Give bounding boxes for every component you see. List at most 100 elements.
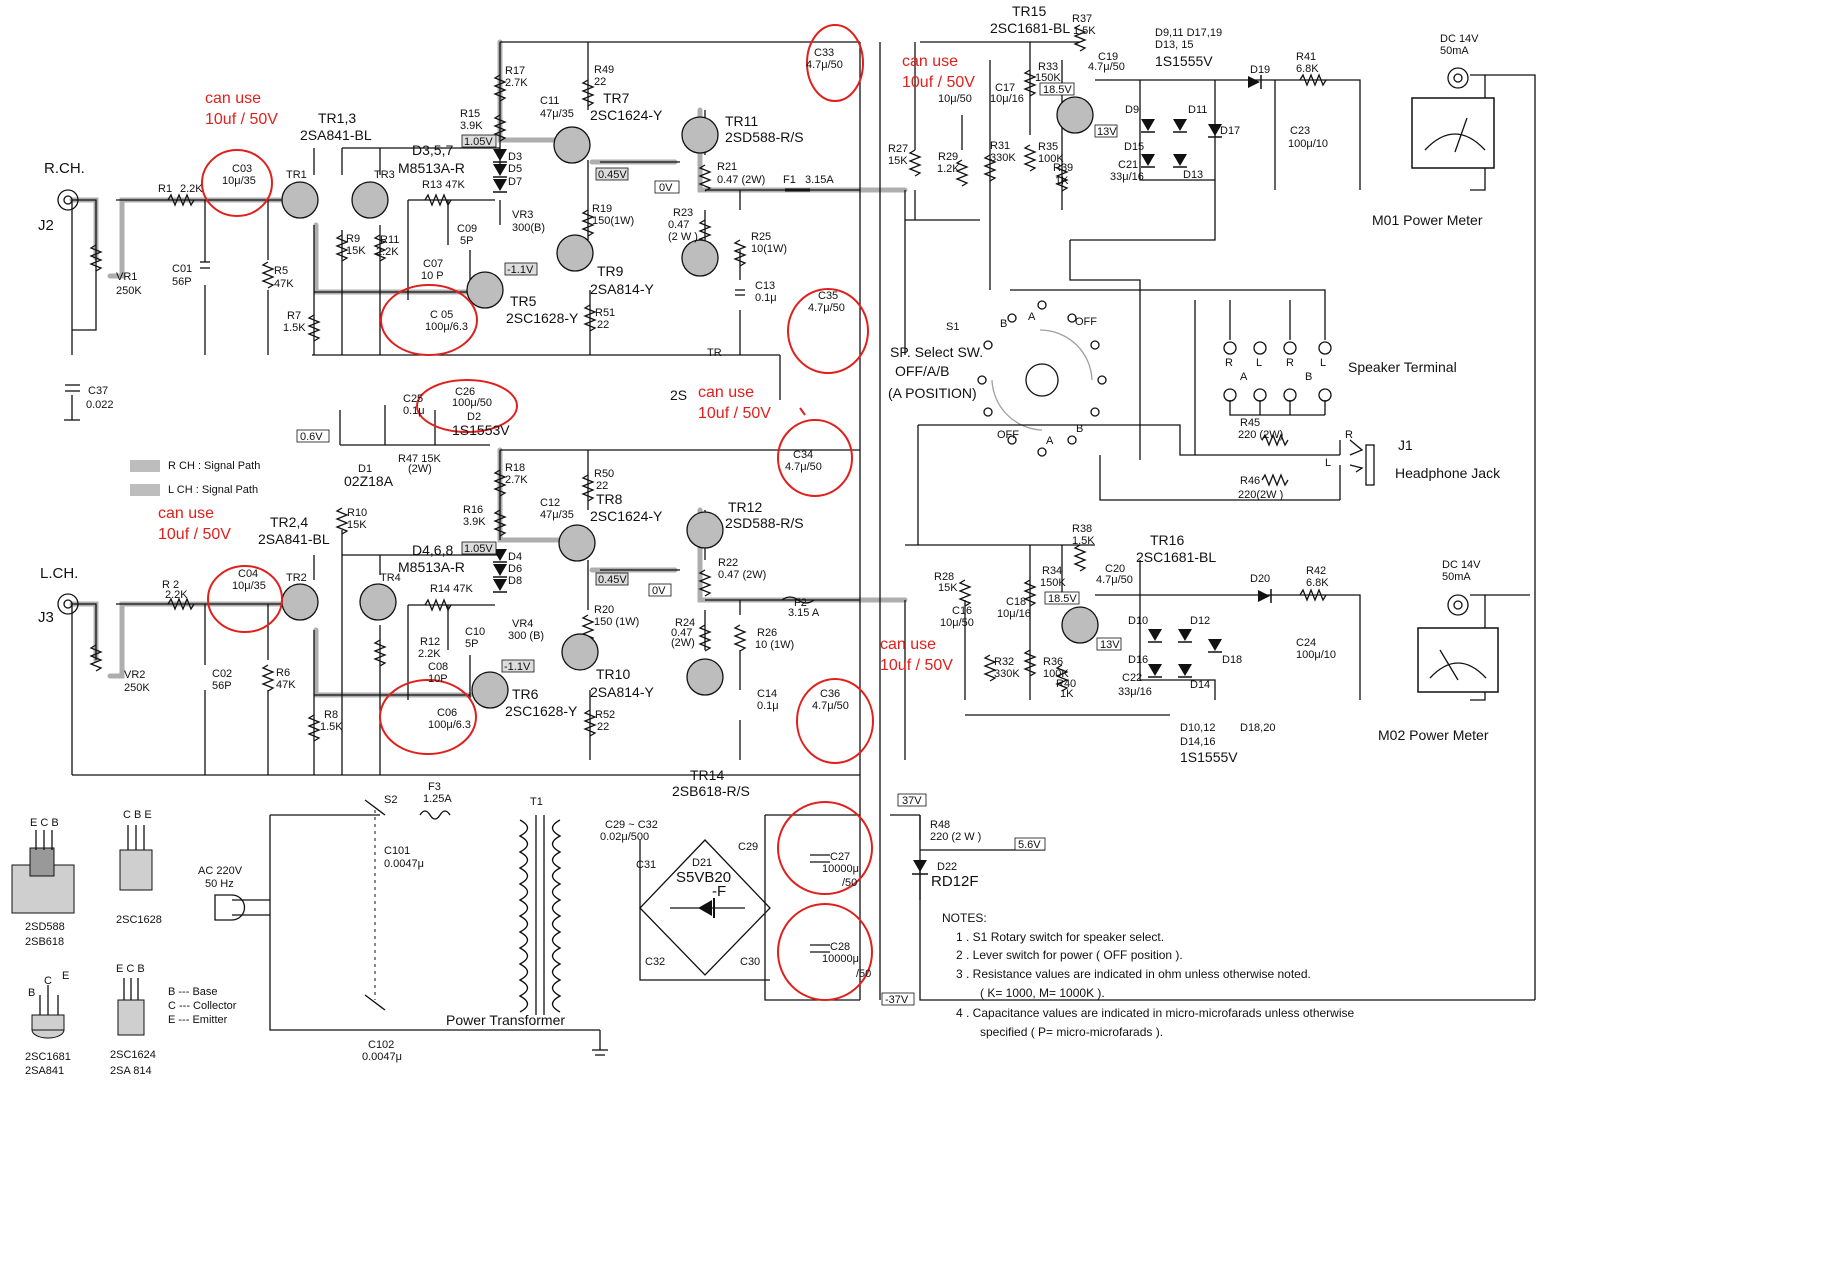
- c22-value: 33μ/16: [1118, 686, 1152, 698]
- r24-value: 0.47: [671, 627, 692, 639]
- r32-label: R32: [994, 656, 1014, 668]
- r16-value: 3.9K: [463, 516, 486, 528]
- d5-label: D5: [508, 163, 522, 175]
- term-r-1: R: [1225, 357, 1233, 369]
- d16-label: D16: [1128, 654, 1148, 666]
- tr9-label: TR9: [597, 263, 624, 279]
- c05-label: C 05: [430, 309, 453, 321]
- r33-label: R33: [1038, 61, 1058, 73]
- c33-value: 4.7μ/50: [806, 59, 843, 71]
- r23-value: 0.47: [668, 219, 689, 231]
- vm11-rch: -1.1V: [507, 264, 534, 276]
- tr12-part: 2SD588-R/S: [725, 515, 804, 531]
- r45-label: R45: [1240, 417, 1260, 429]
- tr5-part: 2SC1628-Y: [506, 310, 579, 326]
- annotation-4-line2: 10uf / 50V: [158, 526, 231, 543]
- c29-32-label: C29 ~ C32: [605, 819, 658, 831]
- note-2: 2 . Lever switch for power ( OFF positio…: [956, 948, 1183, 962]
- dc-lch-line2: 50mA: [1442, 571, 1471, 583]
- lch-meter-labels: R38 1.5K TR16 2SC1681-BL C20 4.7μ/50 R34…: [934, 523, 1489, 765]
- tr7-label: TR7: [603, 90, 630, 106]
- c02-value: 56P: [212, 680, 232, 692]
- r52-label: R52: [595, 709, 615, 721]
- terminal-title: Speaker Terminal: [1348, 359, 1457, 375]
- r49-value: 22: [594, 76, 606, 88]
- c23-label: C23: [1290, 125, 1310, 137]
- tr14-part: 2SB618-R/S: [672, 783, 750, 799]
- r38-value: 1.5K: [1072, 535, 1095, 547]
- dc-lch-line1: DC 14V: [1442, 559, 1481, 571]
- c102-value: 0.0047μ: [362, 1051, 402, 1063]
- f3-label: F3: [428, 781, 441, 793]
- sw-pos-a-bottom: A: [1046, 435, 1054, 447]
- r8-value: 1.5K: [320, 721, 343, 733]
- c08-label: C08: [428, 661, 448, 673]
- d357-label: D3,5,7: [412, 142, 453, 158]
- vr3-label: VR3: [512, 209, 533, 221]
- rch-labels: R.CH. J2 VR1 250K R1 2.2K C03 10μ/35 C01…: [38, 47, 845, 334]
- hp-title: Headphone Jack: [1395, 465, 1501, 481]
- r25-value: 10(1W): [751, 243, 787, 255]
- pinout-4-part1: 2SC1624: [110, 1049, 156, 1061]
- c36-value: 4.7μ/50: [812, 700, 849, 712]
- r26-value: 10 (1W): [755, 639, 794, 651]
- tr10-part: 2SA814-Y: [590, 684, 654, 700]
- v06: 0.6V: [300, 431, 323, 443]
- d357-part: M8513A-R: [398, 160, 465, 176]
- r42-value: 6.8K: [1306, 577, 1329, 589]
- r36-value: 100K: [1043, 668, 1069, 680]
- r34-value: 150K: [1040, 577, 1066, 589]
- c22-label: C22: [1122, 672, 1142, 684]
- c33-label: C33: [814, 47, 834, 59]
- annotation-3-line1: can use: [698, 384, 754, 401]
- c26-label: C26: [455, 386, 475, 398]
- r1-value: 2.2K: [180, 183, 203, 195]
- c07-value: 10 P: [421, 270, 444, 282]
- r38-label: R38: [1072, 523, 1092, 535]
- r37-value: 1.5K: [1073, 25, 1096, 37]
- pinout-1-pins: E C B: [30, 817, 59, 829]
- c31-label: C31: [636, 859, 656, 871]
- r39-value: 1K: [1055, 175, 1069, 187]
- dc-rch-line1: DC 14V: [1440, 33, 1479, 45]
- r40-value: 1K: [1060, 688, 1074, 700]
- c102-label: C102: [368, 1039, 394, 1051]
- c27-value: 10000μ: [822, 863, 859, 875]
- d17-label: D17: [1220, 125, 1240, 137]
- vr1-value: 250K: [116, 285, 142, 297]
- r19-label: R19: [592, 203, 612, 215]
- tr13-fragment: TR: [707, 347, 722, 359]
- r31-value: 330K: [990, 152, 1016, 164]
- c09-label: C09: [457, 223, 477, 235]
- r40-label: R40: [1056, 678, 1076, 690]
- r17-value: 2.7K: [505, 77, 528, 89]
- d6-label: D6: [508, 563, 522, 575]
- r10-value: 15K: [347, 519, 367, 531]
- c01-label: C01: [172, 263, 192, 275]
- c23-value: 100μ/10: [1288, 138, 1328, 150]
- diodes-lch-line1: D10,12: [1180, 722, 1215, 734]
- v045-lch: 0.45V: [598, 574, 627, 586]
- c29-label: C29: [738, 841, 758, 853]
- c02-label: C02: [212, 668, 232, 680]
- r27-value: 15K: [888, 155, 908, 167]
- c26-value: 100μ/50: [452, 397, 492, 409]
- tr7-part: 2SC1624-Y: [590, 107, 663, 123]
- c01-value: 56P: [172, 276, 192, 288]
- c18-label: C18: [1006, 596, 1026, 608]
- d22-part: RD12F: [931, 873, 979, 890]
- r6-value: 47K: [276, 679, 296, 691]
- v0-lch: 0V: [652, 585, 666, 597]
- r46-value: 220(2W ): [1238, 489, 1283, 501]
- d13-label: D13: [1183, 169, 1203, 181]
- tr3-label: TR3: [374, 169, 395, 181]
- diodes-rch-part: 1S1555V: [1155, 53, 1213, 69]
- c04-label: C04: [238, 568, 258, 580]
- r41-label: R41: [1296, 51, 1316, 63]
- d11-label: D11: [1188, 104, 1207, 116]
- annotation-1-line2: 10uf / 50V: [205, 111, 278, 128]
- r52-value: 22: [597, 721, 609, 733]
- r9-label: R9: [346, 233, 360, 245]
- c18-value: 10μ/16: [997, 608, 1031, 620]
- rch-components: [57, 24, 1495, 421]
